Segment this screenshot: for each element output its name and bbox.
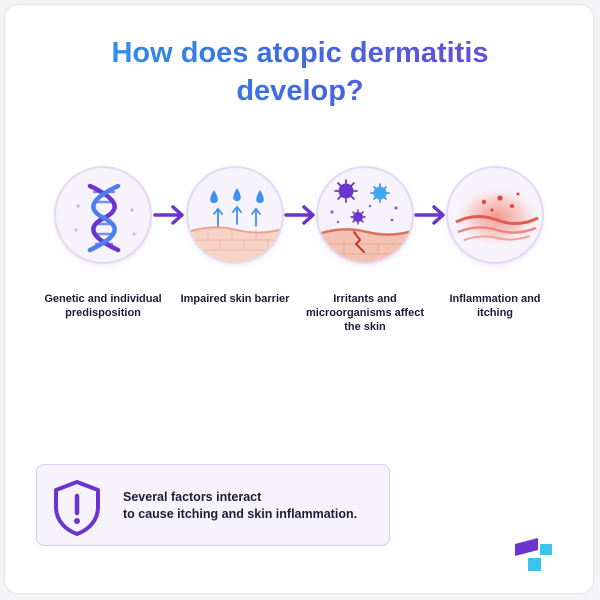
step-circle-barrier: [186, 166, 284, 264]
step-circle-inflammation: [446, 166, 544, 264]
warning-shield-icon: [54, 480, 100, 536]
step-circle-microorganisms: [316, 166, 414, 264]
skin-barrier-icon: [188, 188, 282, 262]
arrow-right-icon: [414, 205, 445, 225]
arrow-right-icon: [153, 205, 184, 225]
microorganisms-icon: [318, 179, 412, 262]
note-text: Several factors interact to cause itchin…: [123, 489, 383, 523]
dna-icon: [74, 183, 136, 253]
step-label-inflammation: Inflammation and itching: [449, 293, 541, 319]
note-line-1: Several factors interact: [123, 490, 262, 504]
step-circle-genetic: [54, 166, 152, 264]
inflammation-icon: [455, 188, 539, 248]
step-label-barrier: Impaired skin barrier: [180, 293, 290, 305]
note-box: Several factors interact to cause itchin…: [36, 464, 390, 546]
step-label-genetic: Genetic and individual predisposition: [44, 293, 162, 319]
step-label-microorganisms: Irritants and microorganisms affect the …: [306, 293, 424, 333]
note-line-2: to cause itching and skin inflammation.: [123, 507, 358, 521]
title-line-1: How does atopic dermatitis: [111, 37, 489, 69]
title-line-2: develop?: [236, 75, 364, 107]
brand-logo-icon: [515, 538, 552, 571]
page-title: How does atopic dermatitis develop?: [0, 34, 600, 110]
arrow-right-icon: [284, 205, 315, 225]
